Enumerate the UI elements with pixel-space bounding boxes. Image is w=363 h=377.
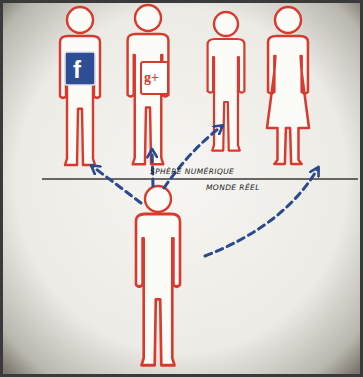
realm-label: SPHÈRE NUMÉRIQUE [150,168,234,176]
person-figure [267,7,309,164]
logo-letter: g+ [144,71,159,85]
dashed-arrow [164,126,222,188]
googleplus-logo [141,62,168,94]
dashed-arrow [92,166,141,203]
realm-label: MONDE RÉEL [206,184,260,192]
person-figure [136,186,180,365]
facebook-logo [65,52,95,85]
dashed-arrow [205,168,318,256]
logo-letter: f [73,58,81,82]
person-figure [128,5,169,164]
person-figure [208,12,245,151]
person-figure [60,7,100,165]
